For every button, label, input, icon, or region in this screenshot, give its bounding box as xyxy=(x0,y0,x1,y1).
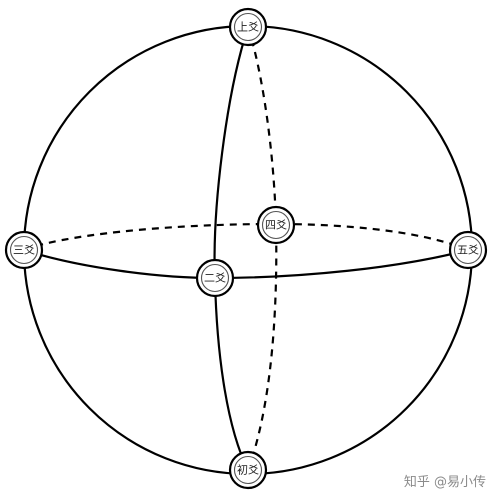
node-fourth-label: 四爻 xyxy=(265,219,287,232)
equator-solid xyxy=(23,248,469,280)
node-fifth-label: 五爻 xyxy=(457,244,479,257)
meridian-dashed xyxy=(246,26,278,471)
node-fifth: 五爻 xyxy=(448,230,488,270)
node-second-label: 二爻 xyxy=(204,272,226,285)
meridian-solid xyxy=(213,26,250,471)
node-third: 三爻 xyxy=(4,230,44,270)
watermark: 知乎 @易小传 xyxy=(403,475,486,490)
node-first-label: 初爻 xyxy=(237,463,259,477)
node-second: 二爻 xyxy=(195,258,235,298)
node-top: 上爻 xyxy=(228,7,268,47)
equator-dashed xyxy=(23,222,469,252)
node-fourth: 四爻 xyxy=(256,205,296,245)
outer-circle xyxy=(22,24,474,476)
node-first: 初爻 xyxy=(228,450,268,490)
node-top-label: 上爻 xyxy=(237,21,259,34)
node-third-label: 三爻 xyxy=(13,244,35,257)
